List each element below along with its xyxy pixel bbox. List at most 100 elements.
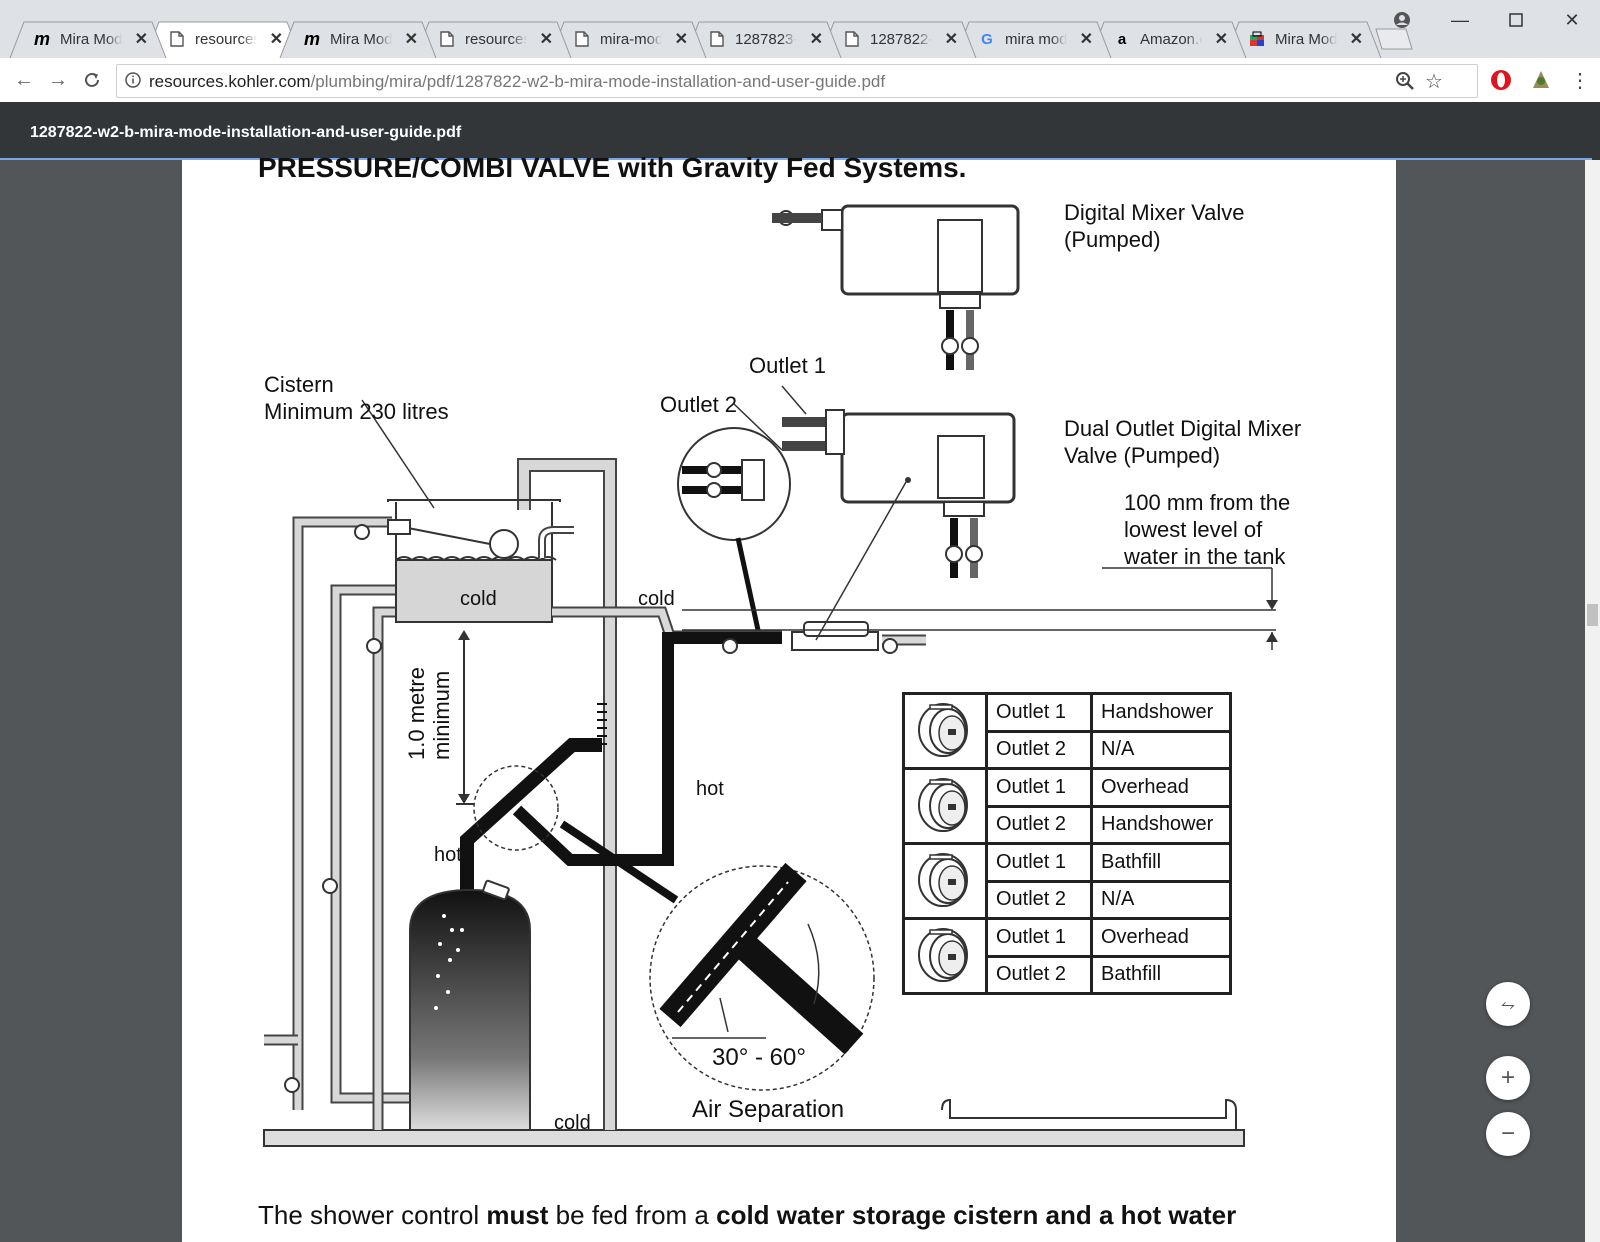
zoom-in-button[interactable]: + (1486, 1056, 1530, 1100)
browser-tab[interactable]: mira-mode ✕ (548, 20, 708, 58)
pdf-load-progress (0, 158, 1592, 161)
body-text-bold: cold water storage cistern and a hot wat… (716, 1200, 1237, 1230)
document-icon (574, 30, 590, 48)
zoom-icon[interactable] (1395, 71, 1415, 96)
browser-tab[interactable]: Mira Mode ✕ (1223, 20, 1383, 58)
browser-tab[interactable]: m Mira Mode ✕ (278, 20, 438, 58)
menu-kebab-icon[interactable]: ⋮ (1570, 69, 1590, 92)
back-arrow-icon[interactable]: ← (14, 68, 34, 91)
browser-tab[interactable]: 1287823-✕ (683, 20, 843, 58)
tab-title: Mira Mode (1275, 31, 1337, 48)
tab-title: mira-mode (600, 31, 662, 48)
pdf-page: PRESSURE/COMBI VALVE with Gravity Fed Sy… (182, 152, 1396, 1242)
shower-control-icon (902, 692, 988, 770)
outlet-cell: Outlet 2 (985, 879, 1093, 920)
cistern-min-label: Minimum 230 litres (264, 399, 449, 424)
dual-outlet-label-2: Valve (Pumped) (1064, 443, 1221, 468)
function-cell: Overhead (1090, 917, 1232, 958)
pdf-viewer[interactable]: PRESSURE/COMBI VALVE with Gravity Fed Sy… (0, 152, 1585, 1242)
extension-icon[interactable] (1530, 68, 1552, 95)
plumbing-diagram (263, 204, 1278, 1147)
pdf-toolbar: 1287822-w2-b-mira-mode-installation-and-… (0, 102, 1600, 161)
outlet-cell: Outlet 1 (985, 842, 1093, 883)
tab-close-icon[interactable]: ✕ (674, 31, 688, 48)
address-bar[interactable]: resources.kohler.com/plumbing/mira/pdf/1… (116, 64, 1478, 98)
tab-close-icon[interactable]: ✕ (1079, 31, 1093, 48)
tab-close-icon[interactable]: ✕ (269, 31, 283, 48)
google-icon: G (981, 30, 993, 48)
hot-right-label: hot (696, 778, 724, 800)
air-separation-label: Air Separation (692, 1096, 845, 1123)
shower-control-icon (902, 842, 988, 920)
tank-note-1: 100 mm from the (1124, 490, 1291, 515)
browser-tab[interactable]: resources.kohler.com ✕ (413, 20, 573, 58)
outlet-cell: Outlet 2 (985, 954, 1093, 995)
metre-label-1: 1.0 metre (404, 667, 429, 760)
function-cell: Bathfill (1090, 954, 1232, 995)
reload-icon[interactable] (80, 68, 104, 92)
mira-logo-icon: m (34, 28, 51, 49)
browser-tab[interactable]: m Mira Mode ✕ (8, 20, 168, 58)
bookmark-star-icon[interactable]: ☆ (1425, 71, 1443, 93)
maximize-button[interactable] (1496, 6, 1536, 34)
shower-control-icon (902, 767, 988, 845)
tab-title: 1287822- (870, 31, 932, 48)
cold-tank-label: cold (460, 588, 497, 610)
tab-close-icon[interactable]: ✕ (1349, 31, 1363, 48)
shop-icon (1249, 30, 1265, 48)
browser-tab[interactable]: resources.kohler.com ✕ (143, 20, 303, 58)
cold-pipe-label: cold (638, 588, 675, 610)
minimize-button[interactable]: — (1451, 9, 1469, 30)
close-window-button[interactable]: ✕ (1564, 9, 1580, 30)
tab-title: Mira Mode (60, 31, 122, 48)
tab-close-icon[interactable]: ✕ (134, 31, 148, 48)
scrollbar-thumb[interactable] (1587, 604, 1598, 626)
tab-title: Mira Mode (330, 31, 392, 48)
outlet-cell: Outlet 1 (985, 692, 1093, 733)
forward-arrow-icon[interactable]: → (48, 68, 68, 91)
opera-extension-icon[interactable] (1490, 69, 1512, 96)
profile-icon[interactable] (1382, 6, 1422, 34)
scrollbar[interactable] (1585, 160, 1600, 1242)
function-cell: Handshower (1090, 692, 1232, 733)
tab-title: mira mode (1005, 31, 1067, 48)
diagram-heading: PRESSURE/COMBI VALVE with Gravity Fed Sy… (258, 152, 967, 183)
body-text: The shower control must be fed from a co… (258, 1200, 1236, 1231)
function-cell: N/A (1090, 729, 1232, 770)
body-text-part: The shower control (258, 1200, 487, 1230)
hot-left-label: hot (434, 844, 462, 866)
pdf-filename: 1287822-w2-b-mira-mode-installation-and-… (30, 124, 462, 141)
mira-logo-icon: m (304, 28, 321, 49)
tab-close-icon[interactable]: ✕ (404, 31, 418, 48)
digital-mixer-pumped-label: (Pumped) (1064, 227, 1161, 252)
tab-close-icon[interactable]: ✕ (944, 31, 958, 48)
tab-close-icon[interactable]: ✕ (1214, 31, 1228, 48)
metre-label: 1.0 metre minimum (404, 667, 455, 760)
tank-note-2: lowest level of (1124, 517, 1263, 542)
tab-title: Amazon.co.uk (1140, 31, 1202, 48)
tab-title: resources.kohler.com (195, 31, 257, 48)
shower-control-icon (902, 917, 988, 995)
metre-label-2: minimum (429, 670, 455, 760)
tab-close-icon[interactable]: ✕ (809, 31, 823, 48)
tab-close-icon[interactable]: ✕ (539, 31, 553, 48)
site-info-icon[interactable] (125, 72, 141, 93)
document-icon (439, 30, 455, 48)
digital-mixer-valve-label: Digital Mixer Valve (1064, 200, 1245, 225)
tab-title: resources.kohler.com (465, 31, 527, 48)
document-icon (709, 30, 725, 48)
browser-tab[interactable]: 1287822- ✕ (818, 20, 978, 58)
fit-page-button[interactable]: ⥊ (1486, 982, 1530, 1026)
outlet-cell: Outlet 2 (985, 729, 1093, 770)
dual-outlet-label-1: Dual Outlet Digital Mixer (1064, 416, 1302, 441)
new-tab-button[interactable] (1374, 28, 1414, 50)
zoom-out-button[interactable]: − (1486, 1112, 1530, 1156)
url-text[interactable]: resources.kohler.com/plumbing/mira/pdf/1… (149, 72, 885, 92)
